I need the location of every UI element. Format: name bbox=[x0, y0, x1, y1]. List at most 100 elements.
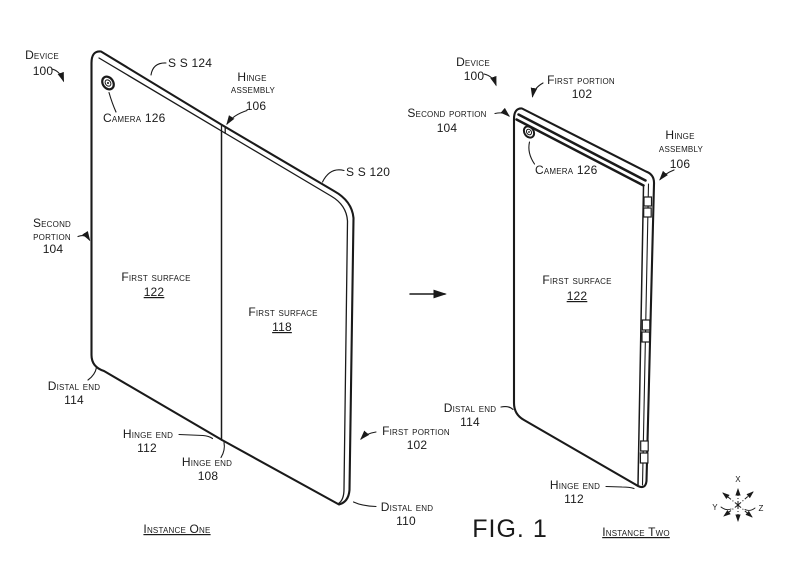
instance-two-caption: Instance Two bbox=[602, 525, 670, 539]
hinge-knuckle bbox=[641, 319, 651, 331]
y-axis-upper bbox=[722, 492, 739, 506]
hinge-end-ref-num: 112 bbox=[137, 441, 157, 455]
camera-icon bbox=[101, 75, 115, 91]
camera-label: Camera 126 bbox=[103, 111, 166, 125]
label-hinge-assembly-106-one: Hinge assembly 106 bbox=[226, 70, 276, 126]
first-surface-ref-num: 122 bbox=[144, 285, 165, 299]
second-portion-ref-num: 104 bbox=[43, 242, 64, 256]
label-second-portion-104-one: Second portion 104 bbox=[33, 216, 91, 256]
hinge-seam-tick bbox=[220, 124, 226, 134]
device-label: Device bbox=[456, 55, 490, 69]
label-hinge-end-112-two: Hinge end 112 bbox=[550, 478, 635, 506]
second-portion-ref-num: 104 bbox=[437, 121, 458, 135]
first-portion-ref-num: 102 bbox=[572, 87, 593, 101]
first-surface-ref-num: 122 bbox=[567, 289, 588, 303]
ss120-label: S S 120 bbox=[346, 165, 390, 179]
hinge-end-ref-num: 108 bbox=[198, 469, 219, 483]
instance-one-caption: Instance One bbox=[143, 522, 210, 536]
label-first-portion-102-one: First portion 102 bbox=[360, 424, 450, 452]
leader-arrow bbox=[483, 73, 497, 87]
hinge-knuckle bbox=[641, 331, 651, 343]
leader-line bbox=[87, 366, 98, 381]
hinge-assembly-ref-num: 106 bbox=[246, 99, 267, 113]
hinge-assembly-label-2: assembly bbox=[231, 82, 276, 96]
leader-line bbox=[500, 406, 514, 411]
leader-line bbox=[605, 485, 635, 490]
leader-line bbox=[352, 501, 377, 508]
z-axis-upper bbox=[737, 491, 754, 506]
label-ss-120: S S 120 bbox=[321, 165, 390, 183]
label-device-100-two: Device 100 bbox=[456, 55, 497, 87]
leader-arrow bbox=[77, 231, 91, 242]
axes-indicator: x y z bbox=[712, 471, 763, 523]
first-portion-ref-num: 102 bbox=[407, 438, 428, 452]
hinge-assembly-label-2: assembly bbox=[659, 141, 704, 155]
distal-end-label: Distal end bbox=[48, 379, 101, 393]
label-device-100-one: Device 100 bbox=[25, 48, 65, 83]
label-distal-end-114-one: Distal end 114 bbox=[48, 366, 101, 407]
device-label: Device bbox=[25, 48, 59, 62]
first-portion-label: First portion bbox=[382, 424, 450, 438]
x-axis-label: x bbox=[735, 471, 741, 485]
hinge-knuckle bbox=[640, 440, 649, 452]
label-first-surface-118: First surface 118 bbox=[248, 305, 317, 334]
leader-line bbox=[108, 91, 117, 113]
y-axis-label: y bbox=[712, 499, 718, 513]
camera-icon bbox=[522, 125, 536, 139]
instance-one-drawing bbox=[90, 50, 355, 506]
figure-caption: FIG. 1 bbox=[472, 515, 547, 543]
leader-line bbox=[528, 141, 536, 165]
second-portion-label-1: Second bbox=[33, 216, 71, 230]
leader-arrow bbox=[360, 430, 377, 441]
label-distal-end-110: Distal end 110 bbox=[352, 500, 434, 528]
leader-arrow bbox=[659, 169, 675, 181]
first-surface-label: First surface bbox=[248, 305, 317, 319]
first-portion-label: First portion bbox=[547, 73, 615, 87]
second-portion-label: Second portion bbox=[407, 106, 486, 120]
device-open-outline bbox=[90, 50, 355, 506]
hinge-knuckle bbox=[643, 207, 652, 218]
label-hinge-end-112-one: Hinge end 112 bbox=[123, 427, 214, 455]
device-ref-num: 100 bbox=[464, 69, 485, 83]
distal-end-ref-num: 114 bbox=[460, 415, 480, 429]
label-camera-126-one: Camera 126 bbox=[103, 91, 166, 125]
device-open-top-edge-inner bbox=[98, 57, 349, 505]
instance-two-drawing bbox=[512, 107, 656, 489]
leader-arrow bbox=[51, 68, 65, 83]
hinge-knuckle bbox=[643, 196, 653, 207]
label-first-surface-122-two: First surface 122 bbox=[542, 273, 611, 303]
camera-label: Camera 126 bbox=[535, 163, 598, 177]
label-first-surface-122-one: First surface 122 bbox=[121, 270, 190, 299]
leader-line bbox=[178, 433, 214, 440]
y-axis-lower bbox=[723, 504, 739, 517]
label-ss-124: S S 124 bbox=[150, 56, 212, 76]
hinge-assembly-ref-num: 106 bbox=[670, 157, 691, 171]
z-axis-label: z bbox=[758, 500, 763, 514]
hinge-end-label: Hinge end bbox=[182, 455, 232, 469]
distal-end-label: Distal end bbox=[444, 401, 497, 415]
distal-end-label: Distal end bbox=[381, 500, 434, 514]
label-camera-126-two: Camera 126 bbox=[528, 141, 598, 177]
ss124-label: S S 124 bbox=[168, 56, 212, 70]
first-surface-label: First surface bbox=[121, 270, 190, 284]
distal-end-ref-num: 110 bbox=[396, 514, 416, 528]
first-surface-ref-num: 118 bbox=[272, 320, 292, 334]
folded-top-edge-stripe-1 bbox=[517, 113, 647, 182]
folded-face-right-edge bbox=[637, 186, 645, 486]
leader-arrow bbox=[226, 109, 248, 126]
hinge-end-label: Hinge end bbox=[123, 427, 173, 441]
leader-arrow bbox=[530, 82, 544, 98]
hinge-assembly-label-1: Hinge bbox=[665, 128, 694, 142]
device-ref-num: 100 bbox=[33, 64, 54, 78]
hinge-end-label: Hinge end bbox=[550, 478, 600, 492]
label-first-portion-102-two: First portion 102 bbox=[530, 73, 615, 101]
label-hinge-assembly-106-two: Hinge assembly 106 bbox=[659, 128, 704, 181]
leader-line bbox=[150, 62, 167, 76]
leader-line bbox=[321, 169, 345, 183]
hinge-assembly-label-1: Hinge bbox=[237, 70, 266, 84]
label-second-portion-104-two: Second portion 104 bbox=[407, 106, 511, 135]
leader-arrow bbox=[494, 107, 511, 117]
z-axis-hook bbox=[744, 507, 756, 511]
